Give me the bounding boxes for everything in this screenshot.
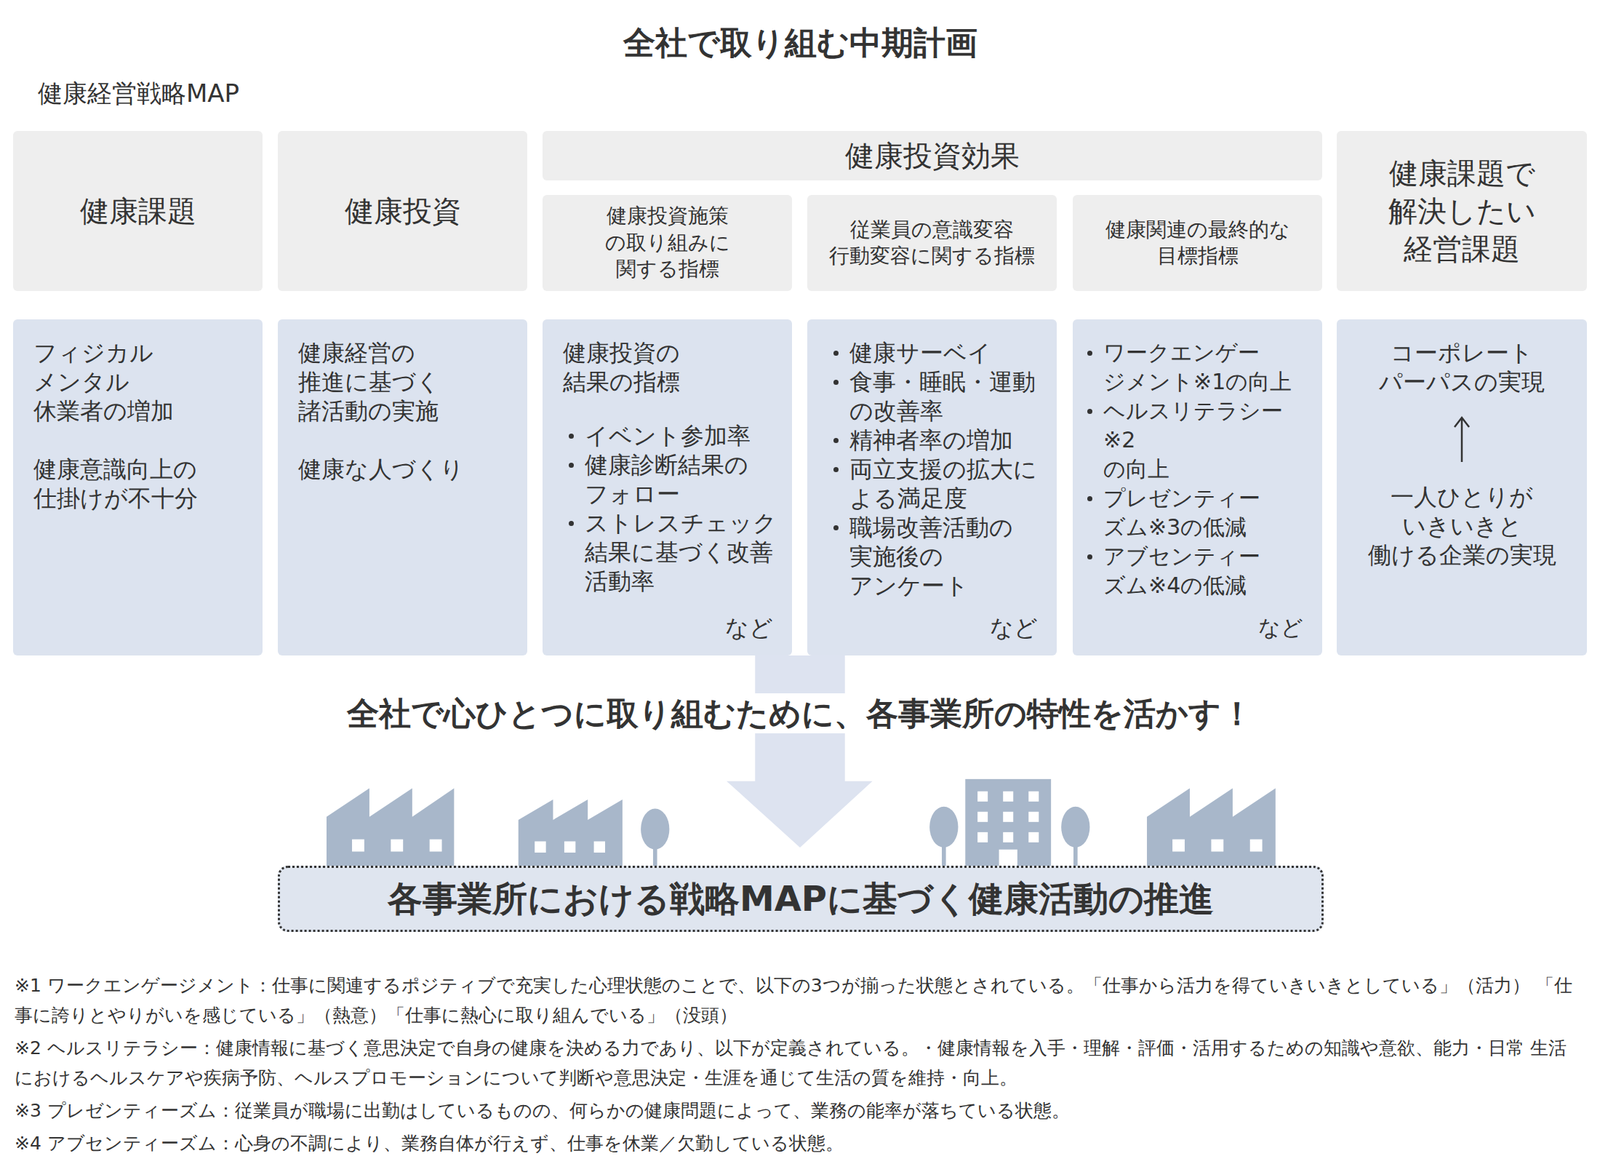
down-arrow [726,655,873,848]
node-text: 健康経営の 推進に基づく 諸活動の実施 [298,338,520,426]
bullet-dot [568,520,574,526]
footnote: ※4 アブセンティーズム：心身の不調により、業務自体が行えず、仕事を休業／欠勤し… [14,1128,1579,1158]
list-item: 食事・睡眠・運動 の改善率 [827,367,1050,426]
list-item: ワークエンゲー ジメント※1の向上 [1081,338,1315,397]
node-text: 健康な人づくり [298,454,520,484]
up-arrow [1450,415,1473,464]
list-item: プレゼンティー ズム※3の低減 [1081,483,1315,542]
list-item: 職場改善活動の 実施後の アンケート [827,512,1050,600]
bullet-dot [833,437,839,443]
buildings [326,778,1276,866]
list-item: 健康サーベイ [827,338,1050,368]
node-text: 健康課題 [80,192,197,230]
bullet-dot [833,350,839,356]
list-item: ヘルスリテラシー※2 の向上 [1081,396,1315,484]
list-item: イベント参加率 [562,421,785,451]
node-text: 健康課題で 解決したい 経営課題 [1336,154,1587,268]
bullet-dot [1087,554,1093,560]
bullet-dot [1087,350,1093,356]
slogan-row: 全社で心ひとつに取り組むために、各事業所の特性を活かす！ [0,692,1600,736]
map-label: 健康経営戦略MAP [37,77,240,111]
list-item: ストレスチェック 結果に基づく改善 活動率 [562,508,785,596]
node-text: 各事業所における戦略MAPに基づく健康活動の推進 [387,875,1214,923]
list-item: 両立支援の拡大に よる満足度 [827,454,1050,513]
content-box: 健康経営の 推進に基づく 諸活動の実施健康な人づくり [277,319,528,656]
footnotes: ※1 ワークエンゲージメント：仕事に関連するポジティブで充実した心理状態のことで… [14,970,1579,1161]
content-box: 健康サーベイ食事・睡眠・運動 の改善率精神者率の増加両立支援の拡大に よる満足度… [807,319,1057,656]
bullet-dot [568,433,574,439]
bullet-dot [833,525,839,531]
node-text: 健康投資 [344,192,462,230]
content-box: 健康投資の 結果の指標イベント参加率健康診断結果の フォローストレスチェック 結… [542,319,792,656]
etc-note: など [1081,613,1315,643]
bullet-dot [568,462,574,468]
bullet-dot [1087,408,1093,414]
header-box: 健康投資 [277,130,528,291]
node-text: 健康投資施策 の取り組みに 関する指標 [542,202,792,283]
header-box: 健康投資施策 の取り組みに 関する指標 [542,194,792,291]
content-box: ワークエンゲー ジメント※1の向上ヘルスリテラシー※2 の向上プレゼンティー ズ… [1072,319,1323,656]
list-item: 健康診断結果の フォロー [562,450,785,509]
node-text: 健康関連の最終的な 目標指標 [1072,216,1323,270]
header-box: 健康関連の最終的な 目標指標 [1072,194,1323,291]
footnote: ※2 ヘルスリテラシー：健康情報に基づく意思決定で自身の健康を決める力であり、以… [14,1032,1579,1093]
windows [352,791,1263,866]
bullet-dot [833,379,839,385]
list-item: アブセンティー ズム※4の低減 [1081,541,1315,600]
node-text: 健康投資の 結果の指標 [562,338,785,397]
content-box: フィジカル メンタル 休業者の増加健康意識向上の 仕掛けが不十分 [13,319,263,656]
header-box: 従業員の意識変容 行動変容に関する指標 [807,194,1057,291]
etc-note: など [827,613,1050,643]
action-box: 各事業所における戦略MAPに基づく健康活動の推進 [277,865,1324,932]
title: 全社で取り組む中期計画 [0,21,1600,65]
node-text: 健康意識向上の 仕掛けが不十分 [33,454,256,513]
node-text: コーポレート パーパスの実現 [1344,338,1580,397]
footnote: ※3 プレゼンティーズム：従業員が職場に出勤はしているものの、何らかの健康問題に… [14,1095,1579,1126]
bullet-dot [1087,496,1093,502]
footnote: ※1 ワークエンゲージメント：仕事に関連するポジティブで充実した心理状態のことで… [14,970,1579,1030]
slogan: 全社で心ひとつに取り組むために、各事業所の特性を活かす！ [339,693,1261,734]
content-box: コーポレート パーパスの実現一人ひとりが いきいきと 働ける企業の実現 [1336,319,1587,656]
node-text: 健康投資効果 [845,136,1020,175]
header-box: 健康課題 [13,130,263,291]
header-box: 健康課題で 解決したい 経営課題 [1336,130,1587,291]
etc-note: など [562,613,785,643]
bullet-dot [833,466,839,472]
list-item: 精神者率の増加 [827,425,1050,455]
node-text: 従業員の意識変容 行動変容に関する指標 [807,216,1057,270]
node-text: 一人ひとりが いきいきと 働ける企業の実現 [1344,482,1580,570]
node-text: フィジカル メンタル 休業者の増加 [33,338,256,426]
header-box: 健康投資効果 [542,130,1323,181]
